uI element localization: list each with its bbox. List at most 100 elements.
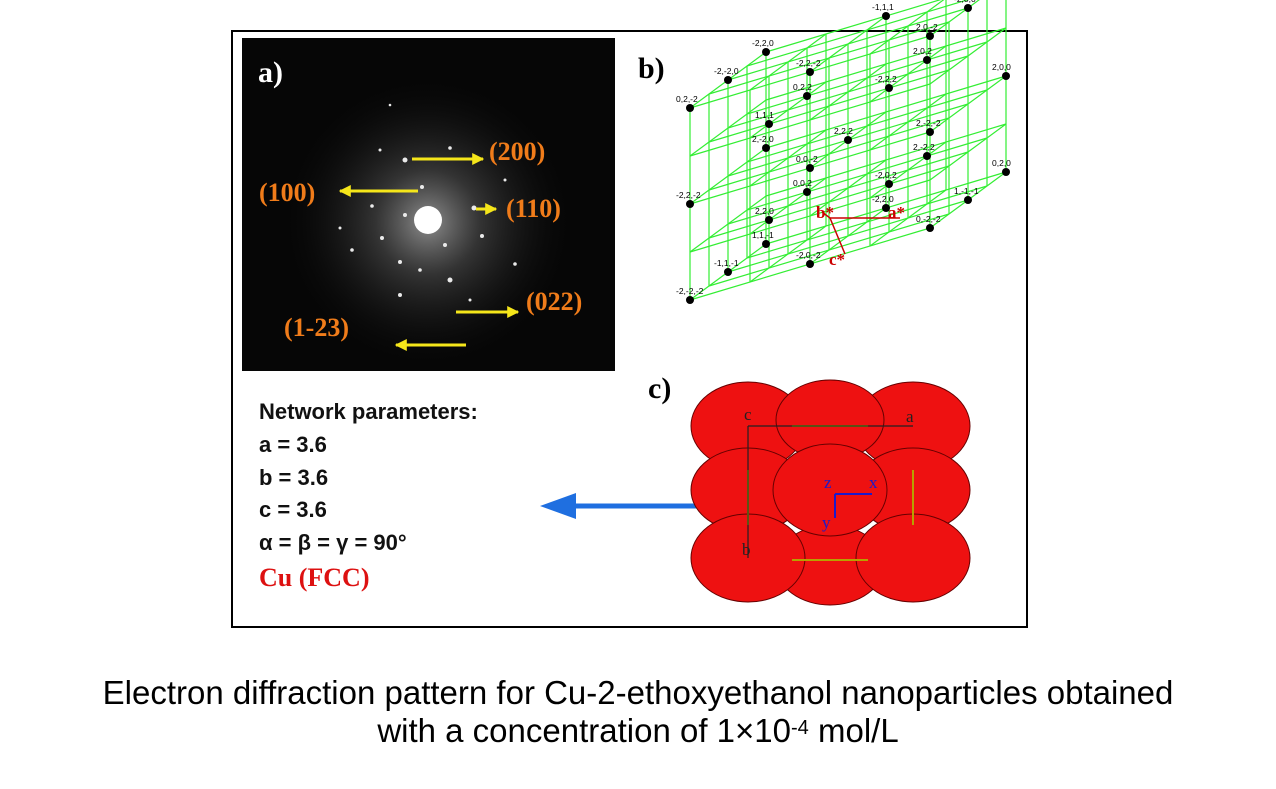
axis-label: b* bbox=[816, 203, 834, 222]
panel-b: b) b* a* c* -2,-2,-2 -2,0,-2 0,-2,-2 -2,2,-… bbox=[638, 0, 1011, 304]
lattice-line bbox=[869, 45, 947, 103]
lattice-node bbox=[1002, 72, 1010, 80]
lattice-node bbox=[923, 56, 931, 64]
lattice-node bbox=[923, 152, 931, 160]
lattice-node bbox=[686, 104, 694, 112]
lattice-node bbox=[806, 164, 814, 172]
panel-label: c) bbox=[648, 372, 671, 405]
lattice-line bbox=[929, 75, 1007, 133]
central-beam-spot bbox=[414, 206, 442, 234]
axis-label: a* bbox=[888, 203, 905, 222]
lattice-node-label: 2,-2,-2 bbox=[916, 118, 941, 128]
lattice-node bbox=[765, 120, 773, 128]
index-label: (022) bbox=[526, 287, 582, 316]
lattice-line bbox=[746, 0, 970, 67]
caption-exponent: -4 bbox=[791, 717, 809, 739]
lattice-node-label: 0,0,2 bbox=[793, 178, 812, 188]
index-label: (100) bbox=[259, 178, 315, 207]
lattice-node bbox=[686, 200, 694, 208]
lattice-node-label: 2,-2,0 bbox=[752, 134, 774, 144]
lattice-node bbox=[803, 188, 811, 196]
lattice-node bbox=[926, 128, 934, 136]
caption-line-1: Electron diffraction pattern for Cu-2-et… bbox=[102, 674, 1174, 711]
panel-c: c) c a b bbox=[648, 372, 971, 606]
lattice-node bbox=[1002, 168, 1010, 176]
lattice-node bbox=[762, 240, 770, 248]
axis-label: z bbox=[824, 473, 832, 492]
cell-corner-label: a bbox=[906, 407, 914, 426]
lattice-node-label: 0,0,-2 bbox=[796, 154, 818, 164]
lattice-node-label: 1,1,1 bbox=[755, 110, 774, 120]
figure: a) (200) (100) (110) (022) (1-23) b) b* … bbox=[231, 0, 1028, 628]
lattice-node-labels: -2,-2,-2 -2,0,-2 0,-2,-2 -2,2,-2 0,0,-2 2,-2,… bbox=[676, 0, 1011, 296]
index-label: (1-23) bbox=[284, 313, 349, 342]
caption-text: mol/L bbox=[808, 712, 899, 749]
lattice-node bbox=[882, 12, 890, 20]
lattice-node-label: 2,0,0 bbox=[992, 62, 1011, 72]
lattice-line bbox=[727, 55, 969, 129]
network-parameters: Network parameters: a = 3.6 b = 3.6 c = … bbox=[259, 399, 478, 592]
axis-label: y bbox=[822, 513, 831, 532]
cartesian-axes bbox=[834, 493, 872, 518]
reciprocal-axes bbox=[821, 211, 900, 255]
lattice-node bbox=[762, 48, 770, 56]
parameter-line: a = 3.6 bbox=[259, 432, 327, 457]
lattice-node-label: 0,-2,-2 bbox=[916, 214, 941, 224]
index-label: (110) bbox=[506, 194, 561, 223]
reciprocal-lattice-grid bbox=[686, 0, 1010, 304]
lattice-line bbox=[929, 27, 1007, 85]
lattice-node-label: 2,-2,2 bbox=[913, 142, 935, 152]
caption-text: with a concentration of 1×10 bbox=[377, 712, 792, 749]
lattice-line bbox=[708, 21, 950, 95]
lattice-node bbox=[885, 84, 893, 92]
lattice-node-label: 1,-1,-1 bbox=[954, 186, 979, 196]
parameter-line: c = 3.6 bbox=[259, 497, 327, 522]
lattice-node bbox=[964, 4, 972, 12]
atoms bbox=[690, 379, 971, 606]
parameter-line: b = 3.6 bbox=[259, 465, 328, 490]
lattice-node-label: -2,0,-2 bbox=[796, 250, 821, 260]
lattice-node-label: -2,2,-2 bbox=[676, 190, 701, 200]
lattice-node bbox=[806, 260, 814, 268]
lattice-node bbox=[724, 268, 732, 276]
lattice-line bbox=[689, 83, 931, 157]
lattice-node bbox=[882, 204, 890, 212]
figure-caption: Electron diffraction pattern for Cu-2-et… bbox=[0, 674, 1276, 750]
lattice-node bbox=[885, 180, 893, 188]
material-label: Cu (FCC) bbox=[259, 563, 370, 592]
lattice-line bbox=[765, 27, 1007, 101]
miller-indices: (200) (100) (110) (022) (1-23) bbox=[259, 137, 582, 342]
caption-line-2: with a concentration of 1×10-4 mol/L bbox=[0, 712, 1276, 750]
lattice-line bbox=[746, 41, 988, 115]
axis-label: c* bbox=[829, 250, 845, 269]
index-label: (200) bbox=[489, 137, 545, 166]
lattice-node-label: 0,2,0 bbox=[992, 158, 1011, 168]
lattice-line bbox=[869, 93, 947, 151]
panel-label: b) bbox=[638, 52, 665, 85]
miller-arrows bbox=[338, 153, 520, 351]
lattice-node bbox=[762, 144, 770, 152]
lattice-node-label: 0,2,-2 bbox=[676, 94, 698, 104]
lattice-node bbox=[686, 296, 694, 304]
lattice-node-label: -2,-2,-2 bbox=[676, 286, 704, 296]
lattice-node bbox=[964, 196, 972, 204]
lattice-node bbox=[926, 32, 934, 40]
lattice-node-label: -2,0,2 bbox=[875, 170, 897, 180]
lattice-node-label: -2,2,0 bbox=[752, 38, 774, 48]
lattice-node-label: -1,1,1 bbox=[872, 2, 894, 12]
panel-a: a) (200) (100) (110) (022) (1-23) bbox=[242, 38, 615, 372]
lattice-node-label: -2,0,0 bbox=[954, 0, 976, 4]
lattice-line bbox=[727, 7, 969, 81]
cell-corner-label: c bbox=[744, 405, 752, 424]
parameters-title: Network parameters: bbox=[259, 399, 478, 424]
lattice-node bbox=[765, 216, 773, 224]
lattice-node-label: 2,2,0 bbox=[755, 206, 774, 216]
lattice-node bbox=[724, 76, 732, 84]
lattice-node-label: -2,2,-2 bbox=[796, 58, 821, 68]
lattice-node bbox=[806, 68, 814, 76]
lattice-node-label: 1,1,-1 bbox=[752, 230, 774, 240]
lattice-node-label: 2,0,2 bbox=[913, 46, 932, 56]
parameter-line: α = β = γ = 90° bbox=[259, 530, 407, 555]
lattice-node-label: 2,2,2 bbox=[834, 126, 853, 136]
axis-label: x bbox=[869, 473, 878, 492]
